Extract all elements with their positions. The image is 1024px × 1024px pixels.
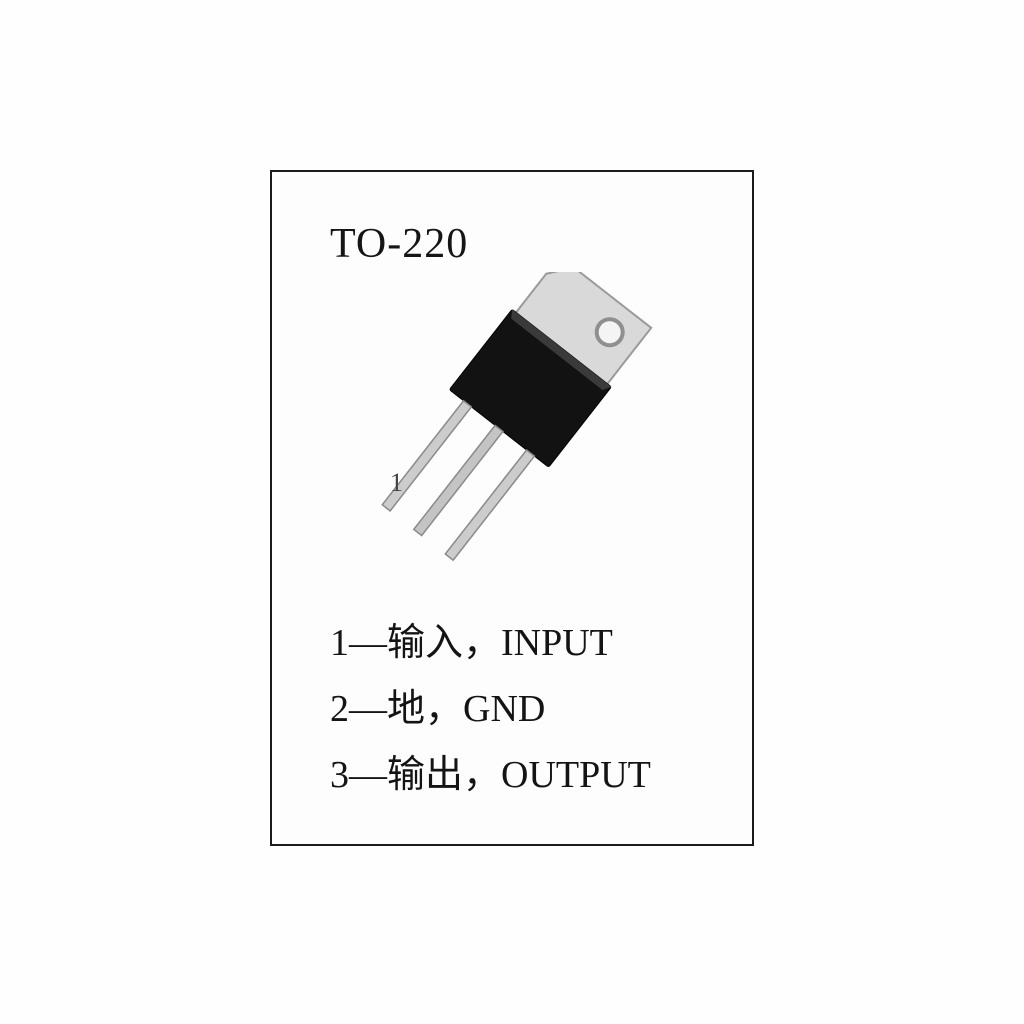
pin-legend-line-3: 3—输出，OUTPUT (330, 754, 651, 796)
package-title: TO-220 (330, 221, 469, 267)
lead-1-icon (381, 399, 473, 512)
metal-tab-icon (510, 272, 653, 390)
lead-1-callout: 1 (390, 468, 403, 497)
pin-legend-line-1: 1—输入，INPUT (330, 622, 613, 664)
mounting-hole-icon (594, 317, 625, 348)
to220-package-drawing (381, 272, 653, 562)
body-highlight-icon (511, 309, 612, 391)
diagram-frame: TO-220 1 1—输入，INPUT 2—地，GND 3—输出，OUTPUT (270, 170, 754, 846)
lead-2-icon (412, 424, 504, 537)
pin-legend: 1—输入，INPUT 2—地，GND 3—输出，OUTPUT (330, 610, 651, 808)
lead-3-icon (444, 448, 536, 562)
pin-legend-line-2: 2—地，GND (330, 688, 546, 730)
